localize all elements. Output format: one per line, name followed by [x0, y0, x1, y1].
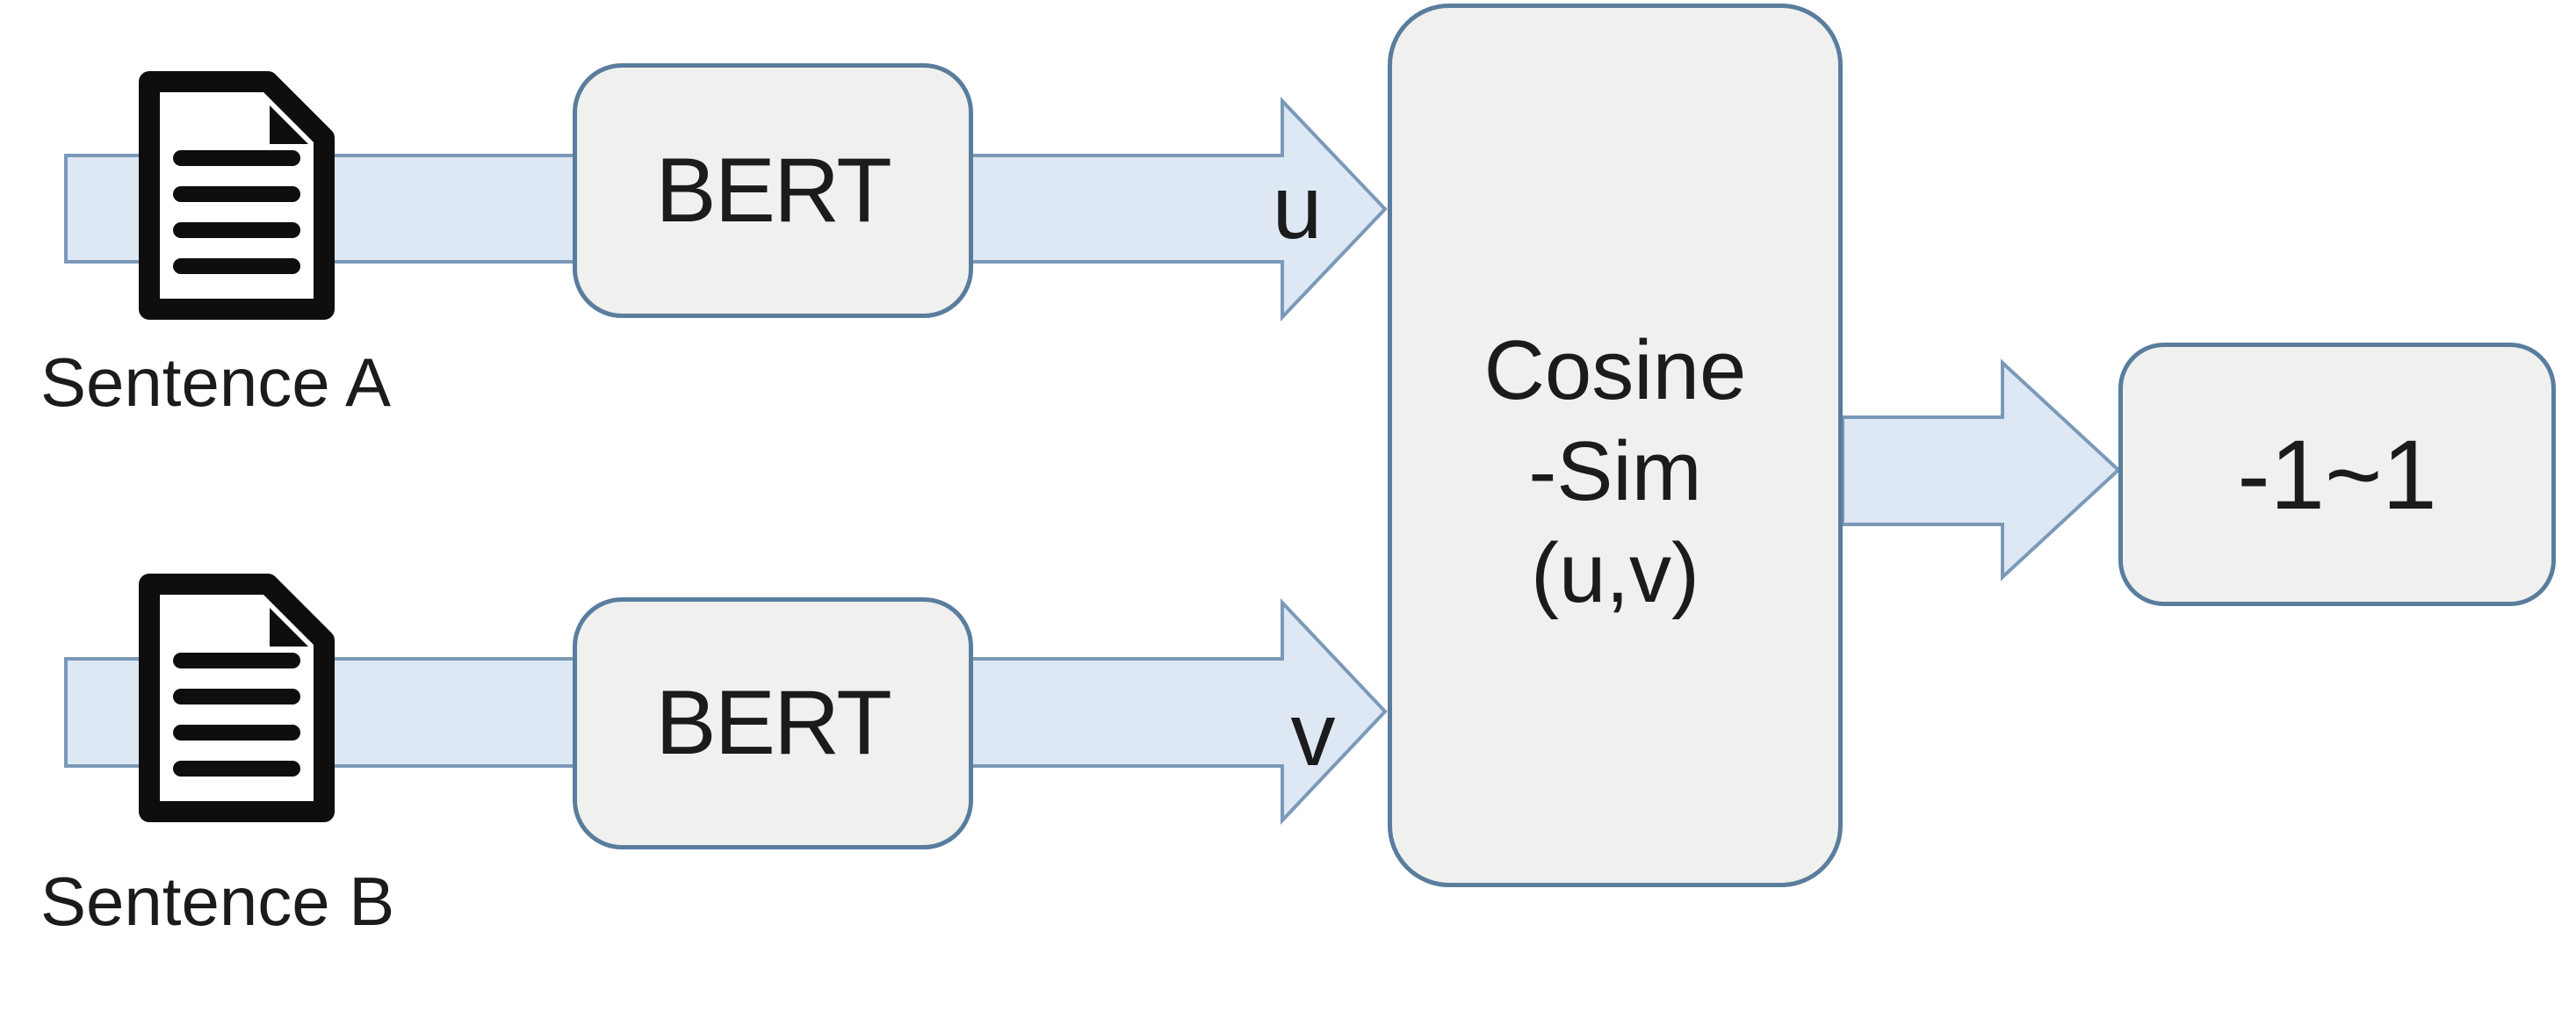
output-range-box: -1~1 [2118, 343, 2556, 606]
document-text-line [173, 689, 300, 704]
sentence-a-label: Sentence A [40, 343, 391, 421]
cosine-similarity-line-1: Cosine [1483, 323, 1747, 418]
sentence-b-label: Sentence B [40, 863, 395, 940]
document-icon [139, 574, 335, 822]
document-text-line [173, 653, 300, 668]
arrow-cosine-to-output [1841, 358, 2121, 582]
cosine-similarity-line-3: (u,v) [1531, 525, 1699, 620]
document-text-line [173, 761, 300, 777]
document-text-line [173, 150, 300, 166]
document-fold-corner [270, 608, 308, 647]
cosine-similarity-line-2: -Sim [1528, 424, 1702, 519]
vector-u-label: u [1272, 157, 1323, 257]
document-text-line [173, 186, 300, 202]
document-text-line [173, 258, 300, 274]
document-text-line [173, 725, 300, 741]
document-fold-corner [270, 105, 308, 144]
bert-encoder-box-b: BERT [573, 597, 973, 849]
cosine-similarity-box: Cosine -Sim (u,v) [1388, 4, 1843, 887]
document-text-line [173, 222, 300, 238]
bert-encoder-box-a: BERT [573, 63, 973, 318]
document-icon [139, 71, 335, 320]
vector-v-label: v [1290, 684, 1336, 784]
